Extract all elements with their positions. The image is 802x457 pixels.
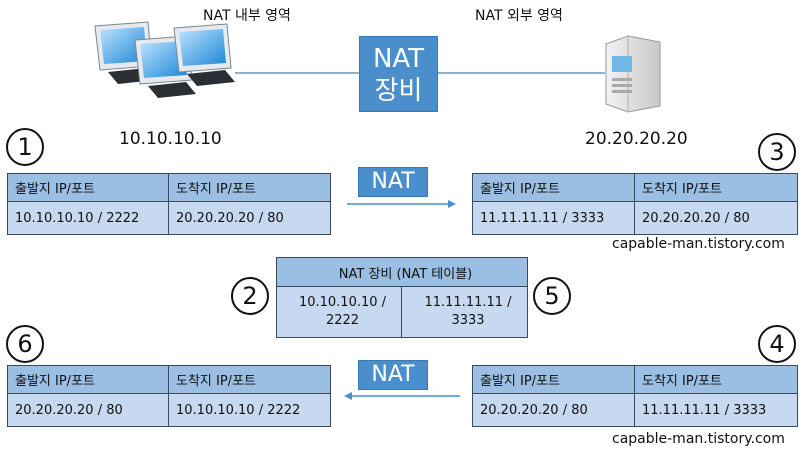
client-computers-icon: [90, 18, 240, 100]
src-header: 출발지 IP/포트: [473, 366, 635, 394]
packet-table-step1: 출발지 IP/포트 도착지 IP/포트 10.10.10.10 / 2222 2…: [7, 173, 331, 235]
credit-text-bottom: capable-man.tistory.com: [612, 431, 785, 447]
src-header: 출발지 IP/포트: [8, 174, 169, 202]
src-header: 출발지 IP/포트: [473, 174, 635, 202]
src-value: 20.20.20.20 / 80: [8, 394, 169, 427]
server-icon: [598, 34, 668, 114]
nat-forward-label: NAT: [358, 167, 428, 197]
nat-device-box: NAT 장비: [359, 36, 438, 112]
packet-table-step4: 출발지 IP/포트 도착지 IP/포트 20.20.20.20 / 80 11.…: [472, 365, 798, 427]
step-2-badge: 2: [231, 277, 269, 315]
packet-table-step6: 출발지 IP/포트 도착지 IP/포트 20.20.20.20 / 80 10.…: [7, 365, 331, 427]
dst-value: 11.11.11.11 / 3333: [635, 394, 798, 427]
credit-text-top: capable-man.tistory.com: [612, 236, 785, 252]
step-6-badge: 6: [6, 325, 44, 363]
inside-host-ip: 10.10.10.10: [119, 129, 222, 149]
nat-table: NAT 장비 (NAT 테이블) 10.10.10.10 / 2222 11.1…: [276, 257, 528, 338]
dst-header: 도착지 IP/포트: [169, 174, 331, 202]
step-3-badge: 3: [758, 133, 796, 171]
dst-value: 10.10.10.10 / 2222: [169, 394, 331, 427]
packet-table-step3: 출발지 IP/포트 도착지 IP/포트 11.11.11.11 / 3333 2…: [472, 173, 798, 235]
dst-value: 20.20.20.20 / 80: [635, 202, 798, 235]
nat-table-outside-line2: 3333: [409, 312, 527, 330]
nat-table-inside-line1: 10.10.10.10 /: [284, 294, 401, 312]
step-4-badge: 4: [758, 325, 796, 363]
dst-header: 도착지 IP/포트: [635, 174, 798, 202]
nat-table-outside-line1: 11.11.11.11 /: [409, 294, 527, 312]
src-value: 11.11.11.11 / 3333: [473, 202, 635, 235]
nat-table-inside-line2: 2222: [284, 312, 401, 330]
nat-device-line1: NAT: [360, 43, 437, 75]
inside-zone-label: NAT 내부 영역: [203, 5, 291, 25]
nat-table-title: NAT 장비 (NAT 테이블): [277, 258, 528, 287]
outside-host-ip: 20.20.20.20: [585, 129, 688, 149]
src-header: 출발지 IP/포트: [8, 366, 169, 394]
dst-value: 20.20.20.20 / 80: [169, 202, 331, 235]
step-5-badge: 5: [533, 277, 571, 315]
nat-table-inside-cell: 10.10.10.10 / 2222: [277, 287, 402, 338]
nat-table-outside-cell: 11.11.11.11 / 3333: [402, 287, 528, 338]
nat-return-label: NAT: [358, 360, 428, 390]
dst-header: 도착지 IP/포트: [635, 366, 798, 394]
src-value: 20.20.20.20 / 80: [473, 394, 635, 427]
step-1-badge: 1: [6, 128, 44, 166]
nat-device-line2: 장비: [360, 75, 437, 107]
dst-header: 도착지 IP/포트: [169, 366, 331, 394]
src-value: 10.10.10.10 / 2222: [8, 202, 169, 235]
outside-zone-label: NAT 외부 영역: [475, 5, 563, 25]
